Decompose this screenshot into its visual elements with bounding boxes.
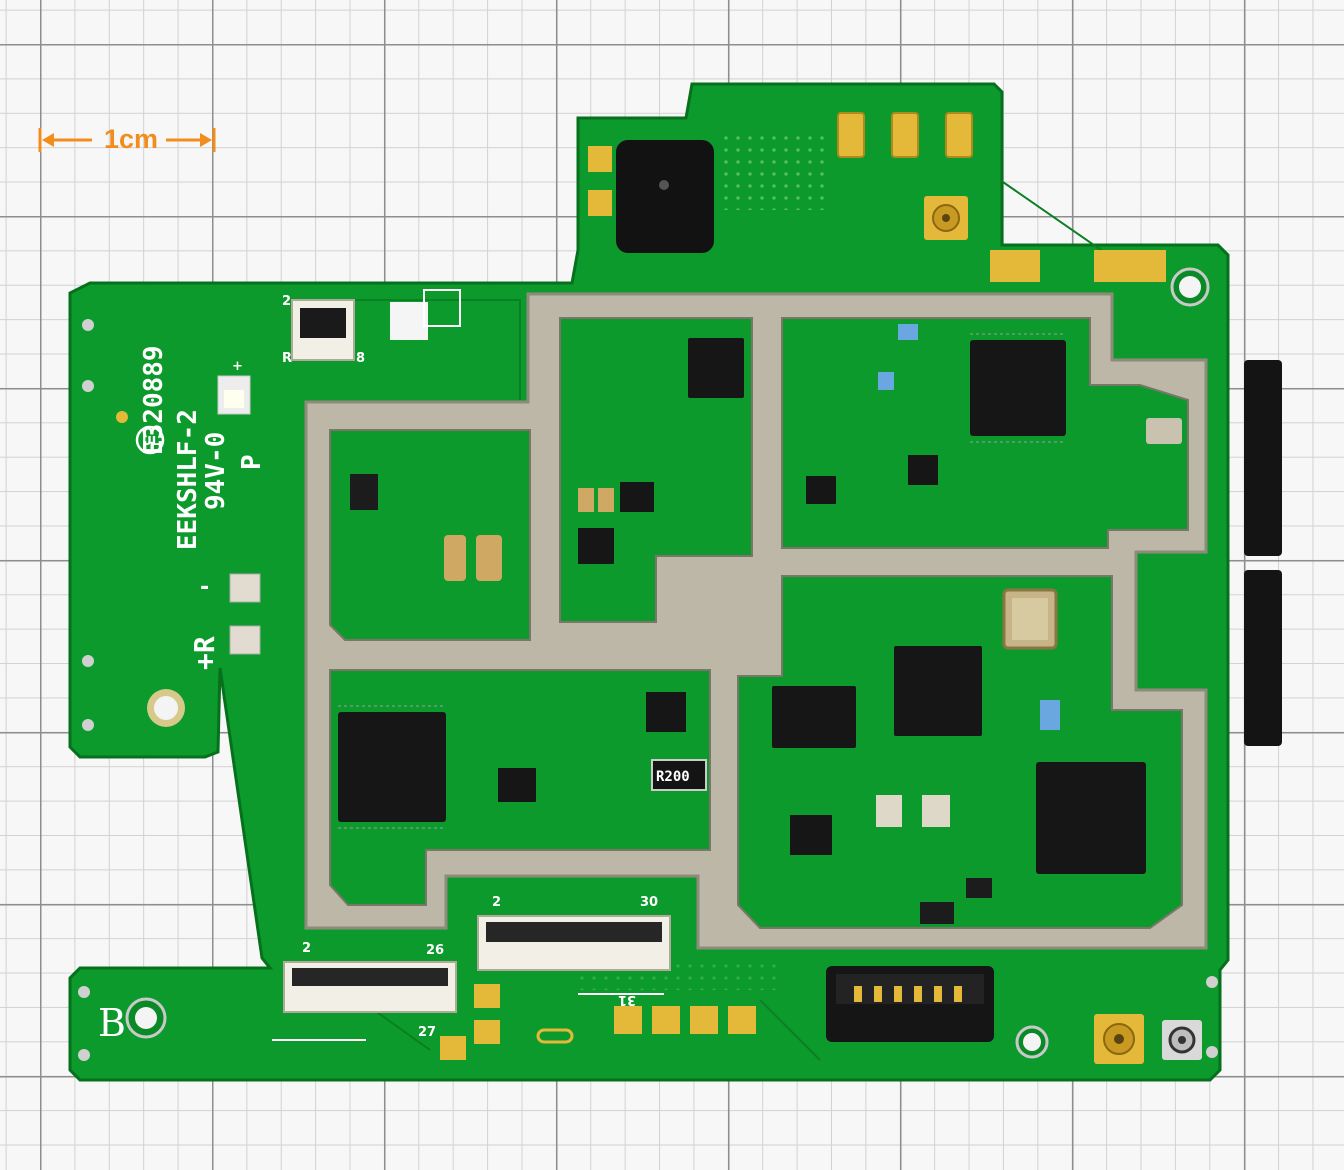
scale-bar — [38, 128, 216, 152]
microphone-port-icon — [659, 180, 669, 190]
silk-e320889: E320889 — [139, 345, 169, 455]
coax-connector-bottom-right — [1162, 1020, 1202, 1060]
oval-pad — [536, 1028, 574, 1044]
battery-connector — [826, 966, 994, 1042]
crystal-top — [1012, 598, 1048, 640]
side-connector-lower — [1244, 570, 1282, 746]
fpc-left-pin-27: 27 — [418, 1025, 436, 1040]
silk-94v0: 94V-0 — [201, 432, 231, 510]
silk-box — [423, 289, 461, 327]
gold-pad — [1094, 250, 1166, 282]
bottom-test-pads — [440, 984, 756, 1060]
battery-pad-minus — [229, 573, 261, 603]
pin-label-2: 2 — [282, 294, 291, 309]
fpc-right-pin-30: 30 — [640, 895, 658, 910]
silk-plus-r: +R — [188, 636, 221, 670]
ic-pin-rows — [338, 333, 1066, 829]
battery-pad-plus — [229, 625, 261, 655]
svg-text:UL: UL — [142, 434, 160, 448]
ul-logo-icon: UL — [135, 425, 165, 455]
microphone — [616, 140, 714, 253]
silk-label-31: 31 — [618, 992, 636, 1007]
test-point — [116, 411, 128, 423]
top-fpc-connector — [291, 299, 355, 361]
antenna-contacts — [837, 112, 973, 158]
pin-label-r: R — [282, 351, 292, 366]
passive-components — [350, 324, 1182, 924]
gold-pad — [990, 250, 1040, 282]
ic-chips — [338, 338, 1146, 874]
pin-label-8: 8 — [356, 351, 365, 366]
white-label-pad — [390, 302, 428, 340]
silk-minus: - — [198, 575, 211, 600]
via-field — [720, 130, 830, 210]
scale-bar-label: 1cm — [103, 124, 159, 154]
fpc-left-pin-26: 26 — [426, 943, 444, 958]
fpc-right-pin-2: 2 — [492, 895, 501, 910]
resistor-marking: R200 — [656, 769, 690, 785]
silk-board-letter: B — [98, 1001, 126, 1045]
fpc-connector-right — [477, 915, 671, 971]
coax-connector-bottom-left — [1094, 1014, 1144, 1064]
silk-eekshlf2: EEKSHLF-2 — [173, 409, 203, 550]
led-plus-label: + — [232, 359, 243, 374]
fpc-connector-left — [283, 961, 457, 1013]
side-connector-upper — [1244, 360, 1282, 556]
mounting-holes — [78, 267, 1218, 1061]
gold-pad — [588, 190, 612, 216]
resistor-r200 — [651, 759, 707, 791]
fpc-left-pin-2: 2 — [302, 941, 311, 956]
gold-pad — [588, 146, 612, 172]
coax-connector-top — [924, 196, 968, 240]
silk-p: P — [237, 454, 267, 470]
led-lens — [224, 390, 244, 408]
